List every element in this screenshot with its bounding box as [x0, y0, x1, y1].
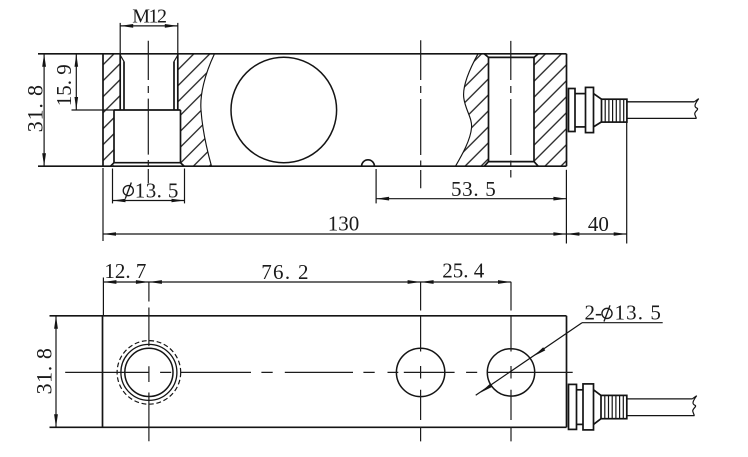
svg-text:25. 4: 25. 4	[442, 259, 485, 283]
svg-text:12. 7: 12. 7	[104, 259, 146, 283]
svg-text:15. 9: 15. 9	[52, 64, 76, 106]
svg-text:13. 5: 13. 5	[135, 178, 179, 202]
svg-text:130: 130	[328, 212, 360, 236]
svg-text:13. 5: 13. 5	[615, 300, 663, 324]
svg-text:31. 8: 31. 8	[23, 84, 48, 132]
svg-text:76. 2: 76. 2	[261, 260, 310, 284]
svg-text:31. 8: 31. 8	[31, 348, 56, 395]
svg-text:40: 40	[588, 212, 609, 236]
svg-text:M12: M12	[132, 6, 166, 28]
svg-text:53. 5: 53. 5	[451, 177, 497, 201]
svg-text:2-: 2-	[585, 300, 603, 324]
